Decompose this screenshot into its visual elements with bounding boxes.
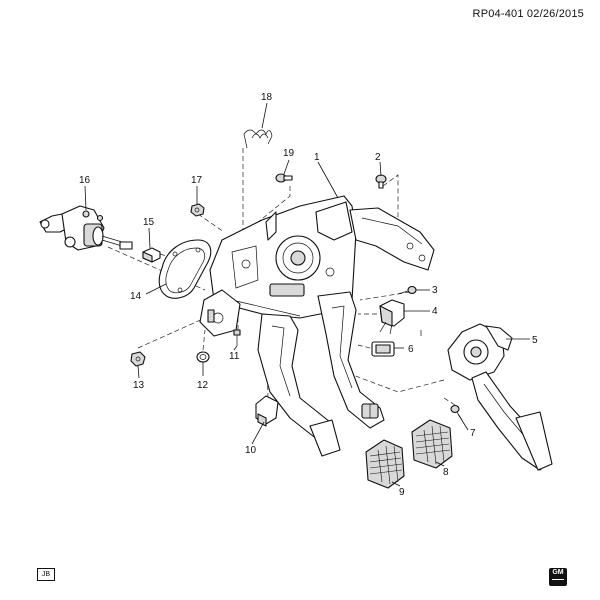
clutch-pedal-arm (257, 313, 341, 457)
nut-17 (190, 203, 205, 217)
clip-15 (142, 247, 161, 263)
callout-10: 10 (245, 445, 257, 456)
callout-17: 17 (191, 175, 203, 186)
switch-10 (255, 395, 279, 427)
callout-15: 15 (143, 217, 155, 228)
gm-logo-text: GM (552, 569, 564, 576)
pedal-pad-9 (365, 439, 405, 489)
bolt-19 (275, 173, 293, 183)
callout-3: 3 (432, 285, 438, 296)
accelerator-pedal-assembly (447, 323, 553, 471)
callout-19: 19 (283, 148, 295, 159)
bolt-7 (450, 404, 463, 421)
callout-labels: 1 2 3 4 5 6 7 8 9 10 11 12 13 14 15 16 1… (79, 92, 538, 498)
callout-1: 1 (314, 152, 320, 163)
callout-9: 9 (399, 487, 405, 498)
callout-5: 5 (532, 335, 538, 346)
pin-11 (233, 329, 241, 346)
reference-icon: JB (37, 568, 55, 581)
connector-6 (371, 341, 395, 357)
callout-leaders (84, 102, 530, 487)
callout-14: 14 (130, 291, 142, 302)
gasket-14 (158, 239, 212, 299)
callout-4: 4 (432, 306, 438, 317)
brake-pedal-arm (317, 291, 385, 429)
bolt-2 (375, 174, 387, 189)
gm-logo: GM (549, 568, 567, 586)
drawing-reference: RP04-401 02/26/2015 (472, 8, 584, 20)
screw-3 (397, 285, 417, 295)
callout-8: 8 (443, 467, 449, 478)
gm-logo-underline (552, 579, 564, 580)
return-spring (243, 129, 273, 149)
callout-6: 6 (408, 344, 414, 355)
nut-13 (130, 351, 146, 367)
pedal-pad-8 (411, 419, 453, 469)
callout-2: 2 (375, 152, 381, 163)
bushing-12 (196, 351, 210, 363)
clutch-master-cylinder (39, 205, 133, 251)
switch-4 (379, 299, 405, 335)
callout-16: 16 (79, 175, 91, 186)
callout-7: 7 (470, 428, 476, 439)
callout-12: 12 (197, 380, 209, 391)
callout-18: 18 (261, 92, 273, 103)
callout-13: 13 (133, 380, 145, 391)
callout-11: 11 (229, 351, 240, 362)
